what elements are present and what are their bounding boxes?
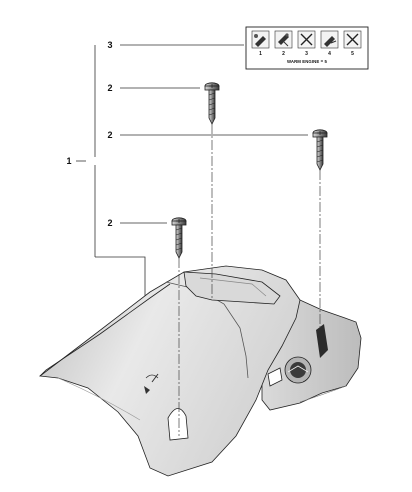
leader-lines xyxy=(76,44,308,300)
callout-decal: 3 xyxy=(107,40,112,50)
cover-front-tab xyxy=(167,408,189,441)
leader-assembly-to-cover xyxy=(95,256,146,300)
decal-icon-2 xyxy=(274,30,293,49)
decal-caption: WARM ENGINE = 5 xyxy=(287,59,328,64)
cylinder-cover xyxy=(38,265,362,477)
decal-icon-3 xyxy=(297,30,316,49)
decal-icon-4 xyxy=(320,30,339,49)
callout-screw-right: 2 xyxy=(107,130,112,140)
alignment-lines xyxy=(178,124,321,436)
decal-number-5: 5 xyxy=(351,51,354,57)
decal-number-3: 3 xyxy=(305,51,308,57)
screw-lower xyxy=(171,217,187,259)
callout-screw-top: 2 xyxy=(107,83,112,93)
callout-numbers: 1 3 2 2 2 xyxy=(66,40,112,228)
decal-icon-1 xyxy=(251,30,270,49)
cover-embossed-icon xyxy=(144,373,159,394)
decal-icon-5 xyxy=(343,30,362,49)
screw-right xyxy=(312,129,328,171)
cover-latch xyxy=(267,367,283,387)
cover-top-ridge xyxy=(183,271,281,305)
screw-top xyxy=(204,82,220,125)
decal-number-1: 1 xyxy=(259,51,262,57)
callout-assembly: 1 xyxy=(66,156,71,166)
decal-number-4: 4 xyxy=(328,51,331,57)
decal-number-2: 2 xyxy=(282,51,285,57)
decal-label: 1 2 3 4 5 WARM ENGINE = 5 xyxy=(245,26,369,70)
cover-side-vent xyxy=(316,324,328,358)
cover-main-shell xyxy=(38,265,301,477)
callout-screw-lower: 2 xyxy=(107,218,112,228)
